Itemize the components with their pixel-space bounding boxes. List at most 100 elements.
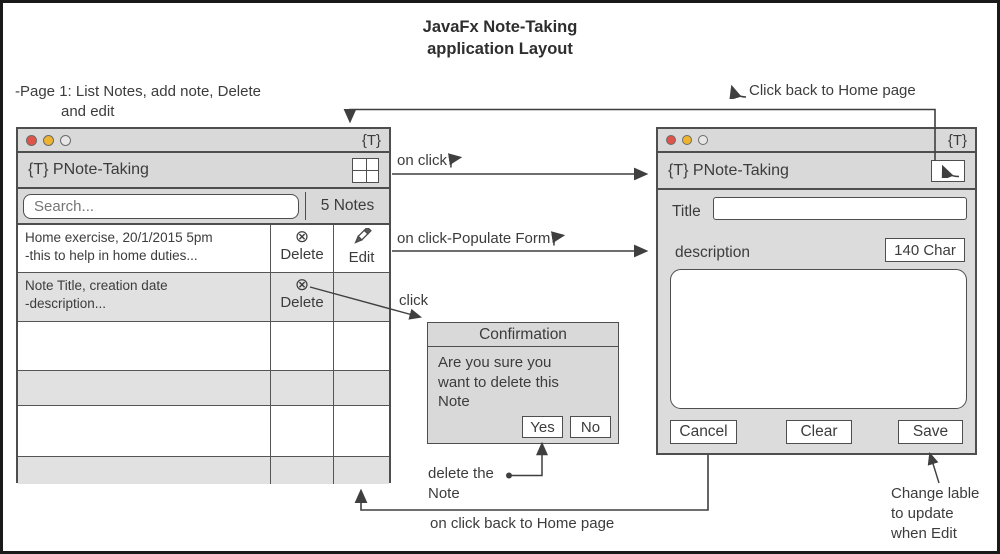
change-label-annotation: Change lable to update when Edit xyxy=(891,484,979,544)
close-window-icon[interactable] xyxy=(666,135,676,145)
annotation-text: to update xyxy=(891,505,954,522)
empty-cell xyxy=(270,322,333,370)
notes-count: 5 Notes xyxy=(320,197,375,214)
note-row-empty xyxy=(18,457,389,484)
title-field-label: Title xyxy=(672,203,701,220)
delete-label: Delete xyxy=(280,294,324,311)
window-controls xyxy=(666,135,708,145)
yes-button[interactable]: Yes xyxy=(522,416,563,438)
right-window-titlebar: {T} xyxy=(658,129,975,153)
minimize-window-icon[interactable] xyxy=(43,134,54,146)
no-button[interactable]: No xyxy=(570,416,611,438)
dialog-message: Are you sure you want to delete this Not… xyxy=(428,347,618,412)
curved-back-arrow-icon xyxy=(941,164,960,178)
empty-cell xyxy=(18,457,270,484)
note-desc-text: -description... xyxy=(25,296,107,311)
back-home-top-annotation: Click back to Home page xyxy=(725,82,916,99)
empty-cell xyxy=(333,457,389,484)
annotation-text: on click xyxy=(397,152,448,169)
char-counter: 140 Char xyxy=(885,238,965,262)
arrow-back-home-bottom xyxy=(354,455,709,511)
annotation-text: on click-Populate Form xyxy=(397,230,551,247)
note-title-text: Note Title, creation date xyxy=(25,278,168,293)
back-button[interactable] xyxy=(931,159,965,182)
dialog-message-line: Note xyxy=(438,393,470,410)
minimize-window-icon[interactable] xyxy=(682,135,692,145)
description-label: description xyxy=(675,244,750,261)
dialog-message-line: want to delete this xyxy=(438,373,559,391)
empty-cell xyxy=(18,322,270,370)
empty-cell xyxy=(270,457,333,484)
confirmation-dialog: Confirmation Are you sure you want to de… xyxy=(427,322,619,444)
edit-label: Edit xyxy=(348,249,375,266)
search-input[interactable] xyxy=(23,193,299,219)
empty-cell xyxy=(270,406,333,456)
page1-note-line1: -Page 1: List Notes, add note, Delete xyxy=(15,83,261,100)
note-title-text: Home exercise, 20/1/2015 5pm xyxy=(25,230,213,245)
search-row: 5 Notes xyxy=(18,189,389,225)
populate-form-annotation: on click-Populate Form xyxy=(397,230,571,247)
annotation-text: delete the xyxy=(428,465,494,482)
connector-dot xyxy=(506,472,512,479)
delete-cell[interactable]: ⊗ Delete xyxy=(270,273,333,321)
left-window-header: {T} PNote-Taking xyxy=(18,153,389,189)
annotation-text: Change lable xyxy=(891,485,980,502)
back-home-bottom-annotation: on click back to Home page xyxy=(430,515,614,532)
annotation-text: Note xyxy=(428,484,460,502)
save-button[interactable]: Save xyxy=(898,420,963,444)
note-summary: Home exercise, 20/1/2015 5pm -this to he… xyxy=(18,225,270,272)
add-note-button[interactable] xyxy=(352,157,379,183)
titlebar-tag: {T} xyxy=(947,131,967,149)
clear-button[interactable]: Clear xyxy=(786,420,852,444)
on-click-annotation: on click xyxy=(397,152,468,169)
empty-cell xyxy=(333,371,389,405)
delete-circle-x-icon[interactable]: ⊗ xyxy=(294,275,310,294)
close-window-icon[interactable] xyxy=(26,134,37,146)
page1-note-line2: and edit xyxy=(61,103,115,120)
divider xyxy=(305,192,306,220)
page-title-line2: application Layout xyxy=(427,40,573,58)
note-form-window: {T} {T} PNote-Taking Title description 1… xyxy=(656,127,977,455)
delete-label: Delete xyxy=(280,246,324,263)
titlebar-tag: {T} xyxy=(361,131,381,149)
empty-cell xyxy=(18,406,270,456)
annotation-text: when Edit xyxy=(891,525,957,542)
note-desc-text: -this to help in home duties... xyxy=(25,248,198,263)
description-textarea[interactable] xyxy=(670,269,967,409)
empty-cell xyxy=(270,371,333,405)
right-window-header: {T} PNote-Taking xyxy=(658,153,975,190)
cancel-button[interactable]: Cancel xyxy=(670,420,737,444)
delete-note-annotation: delete the Note xyxy=(428,464,494,503)
note-row[interactable]: Note Title, creation date -description..… xyxy=(18,273,389,322)
edit-cell[interactable]: Edit xyxy=(333,225,389,272)
empty-cell xyxy=(18,371,270,405)
note-row[interactable]: Home exercise, 20/1/2015 5pm -this to he… xyxy=(18,225,389,273)
note-row-empty xyxy=(18,371,389,406)
annotation-text: Click back to Home page xyxy=(749,82,916,99)
arrow-change-label xyxy=(927,451,940,484)
zoom-window-icon[interactable] xyxy=(698,135,708,145)
curved-redo-arrow-icon xyxy=(448,152,463,168)
dialog-message-line: Are you sure you xyxy=(438,354,552,371)
note-row-empty xyxy=(18,406,389,457)
arrow-delete-note xyxy=(509,441,548,477)
curved-redo-arrow-icon xyxy=(551,230,566,246)
empty-cell xyxy=(333,406,389,456)
window-controls xyxy=(26,134,71,146)
edit-cell xyxy=(333,273,389,321)
title-input[interactable] xyxy=(713,197,967,220)
left-window-titlebar: {T} xyxy=(18,129,389,153)
delete-circle-x-icon[interactable]: ⊗ xyxy=(294,227,310,246)
delete-cell[interactable]: ⊗ Delete xyxy=(270,225,333,272)
empty-cell xyxy=(333,322,389,370)
click-annotation: click xyxy=(399,292,428,309)
curved-back-arrow-icon xyxy=(729,84,747,99)
note-row-empty xyxy=(18,322,389,371)
page-title-line1: JavaFx Note-Taking xyxy=(422,18,578,36)
app-title: {T} PNote-Taking xyxy=(668,161,789,179)
pencil-icon[interactable] xyxy=(334,226,389,249)
zoom-window-icon[interactable] xyxy=(60,134,71,146)
annotation-text: click xyxy=(399,292,429,309)
annotation-text: on click back to Home page xyxy=(430,515,615,532)
